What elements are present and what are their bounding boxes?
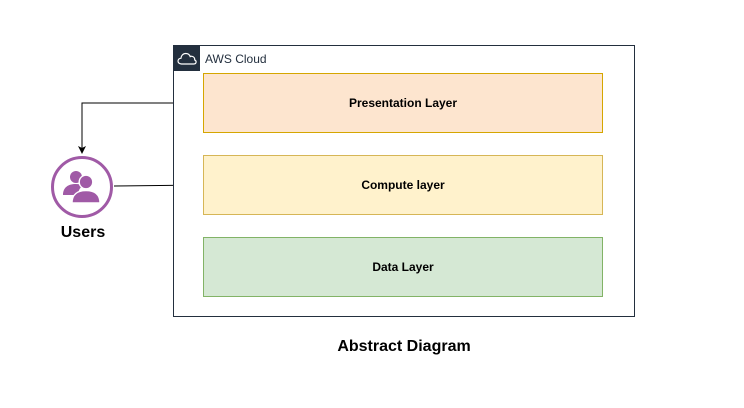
data-layer: Data Layer (203, 237, 603, 297)
cloud-badge (174, 46, 200, 71)
users-icon (51, 156, 113, 218)
presentation-to-users-arrow (78, 102, 203, 154)
compute-layer-label: Compute layer (361, 178, 445, 192)
diagram-title: Abstract Diagram (337, 338, 471, 355)
cloud-icon (177, 52, 197, 65)
compute-layer: Compute layer (203, 155, 603, 215)
users-label: Users (60, 224, 106, 241)
presentation-layer-label: Presentation Layer (348, 96, 458, 110)
data-layer-label: Data Layer (372, 260, 434, 274)
presentation-layer: Presentation Layer (203, 73, 603, 133)
cloud-title: AWS Cloud (205, 52, 267, 66)
